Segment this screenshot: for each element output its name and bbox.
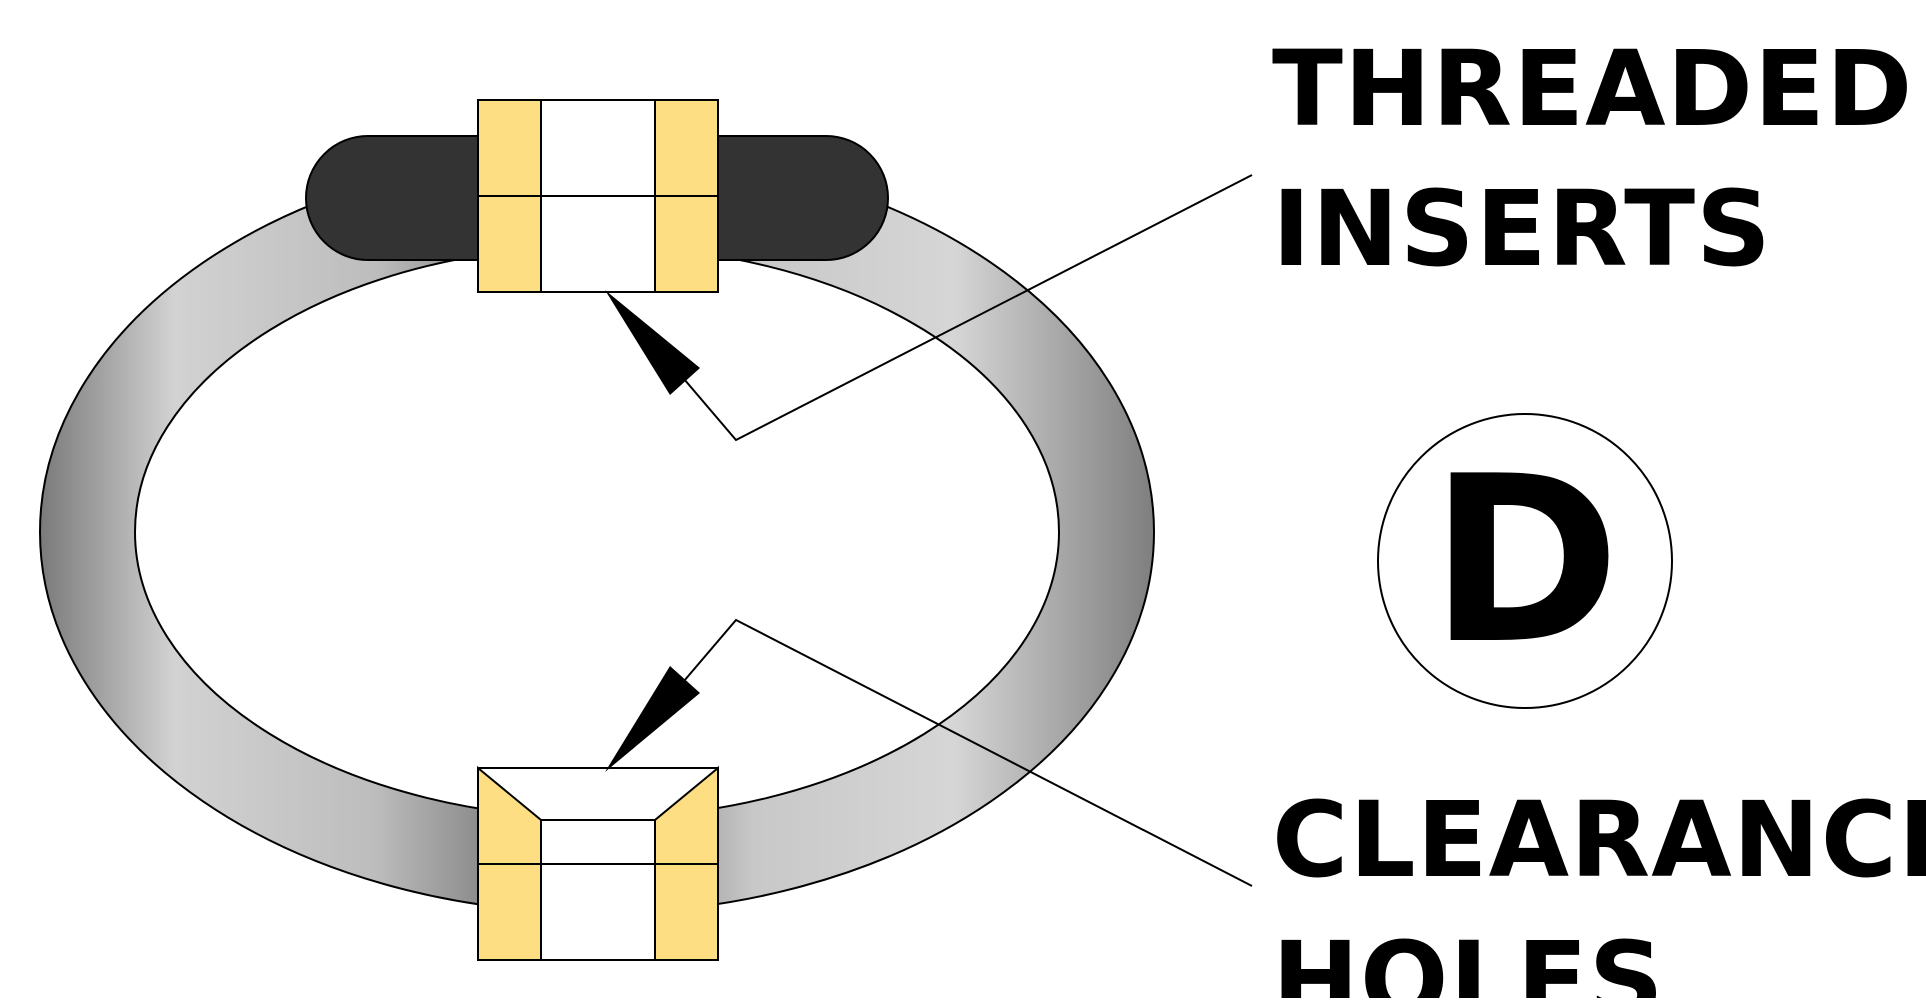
threaded-inserts-leader (605, 174, 1253, 442)
view-badge: D (1377, 413, 1673, 709)
view-badge-letter: D (1430, 428, 1621, 695)
clearance-holes-label-line2: HOLES (1272, 919, 1665, 998)
threaded-inserts-label-line1: THREADED (1272, 28, 1913, 150)
clearance-hole-block (477, 765, 719, 961)
clearance-holes-label-line1: CLEARANCE (1272, 779, 1926, 901)
threaded-insert-block (477, 99, 719, 293)
threaded-inserts-label-line2: INSERTS (1272, 168, 1772, 290)
clearance-holes-leader (605, 618, 1253, 887)
